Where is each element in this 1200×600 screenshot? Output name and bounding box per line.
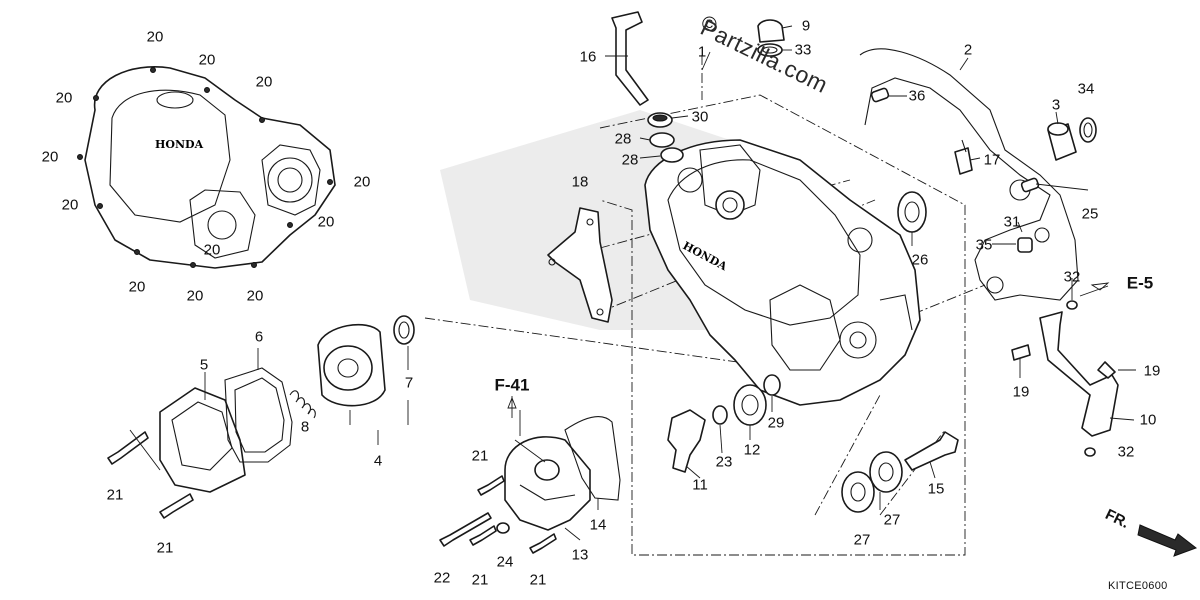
bolt-holes [77,67,333,268]
callout-28-upper[interactable]: 28 [614,130,632,148]
callout-29[interactable]: 29 [767,414,785,432]
oil-filter-cover-gasket [224,367,293,463]
callout-32-upper[interactable]: 32 [1063,268,1081,286]
oil-filter-element [317,323,386,407]
callout-36[interactable]: 36 [908,87,926,105]
callout-14[interactable]: 14 [589,516,607,534]
callout-20-bottom-right[interactable]: 20 [246,287,264,305]
callout-16[interactable]: 16 [579,48,597,66]
callout-31[interactable]: 31 [1003,213,1021,231]
leader-lines [129,25,1136,541]
callout-28-lower[interactable]: 28 [621,151,639,169]
oil-pressure-switch-17 [954,139,973,175]
callout-1[interactable]: 1 [697,43,707,61]
dowel-pins [870,87,1040,253]
fr-direction-arrow [1137,524,1198,557]
washers-32 [1066,300,1096,457]
water-pump-gasket [564,416,621,501]
mechanical-seal-12 [733,384,767,426]
bolts-19 [1011,344,1116,379]
callout-7[interactable]: 7 [404,374,414,392]
callout-21-left-lower[interactable]: 21 [156,539,174,557]
water-hose-10 [1039,311,1119,437]
reference-f41[interactable]: F-41 [494,375,530,395]
callout-27-right[interactable]: 27 [883,511,901,529]
callout-21-center-right[interactable]: 21 [529,571,547,589]
oil-filter-cover [159,387,246,493]
callout-18[interactable]: 18 [571,173,589,191]
spring-8 [289,390,316,419]
bracket-18 [547,207,613,323]
bearings-27 [841,451,903,513]
callout-34[interactable]: 34 [1077,80,1095,98]
callout-12[interactable]: 12 [743,441,761,459]
oil-seal-29 [763,374,781,396]
callout-20-bottom-mid[interactable]: 20 [186,287,204,305]
callout-26[interactable]: 26 [911,251,929,269]
bolt-22 [439,512,492,547]
o-ring-7 [393,315,415,345]
copyright-symbol: © [702,14,717,36]
oil-seal-30 [647,112,673,128]
collar-3 [1047,117,1097,161]
callout-35[interactable]: 35 [975,236,993,254]
callout-5[interactable]: 5 [199,356,209,374]
callout-9[interactable]: 9 [801,17,811,35]
shaft-15 [904,431,959,471]
callout-20-top[interactable]: 20 [146,28,164,46]
callout-25[interactable]: 25 [1081,205,1099,223]
callout-4[interactable]: 4 [373,452,383,470]
callout-20-inner[interactable]: 20 [203,241,221,259]
callout-20-left-upper[interactable]: 20 [55,89,73,107]
diagram-code: KITCE0600 [1108,580,1168,592]
callout-2[interactable]: 2 [963,41,973,59]
callout-20-right-mid[interactable]: 20 [353,173,371,191]
honda-cover-logo-left: HONDA [155,138,204,151]
water-pump-cover [504,436,591,531]
bearing-26 [897,191,927,233]
callout-20-right-lower[interactable]: 20 [317,213,335,231]
breather-tube [611,11,649,106]
callout-33[interactable]: 33 [794,41,812,59]
callout-19-left[interactable]: 19 [1012,383,1030,401]
callout-20-left-mid[interactable]: 20 [41,148,59,166]
clutch-cover-outline-view: HONDA [77,66,336,269]
washer-24 [496,522,510,534]
callout-21-center-upper[interactable]: 21 [471,447,489,465]
right-crankcase-cover: HONDA [644,139,921,406]
reference-e5[interactable]: E-5 [1126,273,1154,293]
callout-30[interactable]: 30 [691,108,709,126]
washer-23 [712,405,728,425]
callout-20-left-lower[interactable]: 20 [61,196,79,214]
callout-32-lower[interactable]: 32 [1117,443,1135,461]
callout-20-bottom-left[interactable]: 20 [128,278,146,296]
callout-19-right[interactable]: 19 [1143,362,1161,380]
callout-21-center-lower[interactable]: 21 [471,571,489,589]
callout-21-left-upper[interactable]: 21 [106,486,124,504]
callout-23[interactable]: 23 [715,453,733,471]
callout-13[interactable]: 13 [571,546,589,564]
callout-6[interactable]: 6 [254,328,264,346]
callout-20-top-right[interactable]: 20 [198,51,216,69]
callout-17[interactable]: 17 [983,151,1001,169]
callout-24[interactable]: 24 [496,553,514,571]
callout-8[interactable]: 8 [300,418,310,436]
callout-20-right-upper[interactable]: 20 [255,73,273,91]
callout-11[interactable]: 11 [692,476,708,494]
bolts-21-bottom [469,475,557,554]
callout-22[interactable]: 22 [433,569,451,587]
callout-10[interactable]: 10 [1139,411,1157,429]
callout-15[interactable]: 15 [927,480,945,498]
callout-3[interactable]: 3 [1051,96,1061,114]
callout-27-left[interactable]: 27 [853,531,871,549]
water-pump-impeller [667,409,706,473]
cover-gasket [859,48,1079,301]
